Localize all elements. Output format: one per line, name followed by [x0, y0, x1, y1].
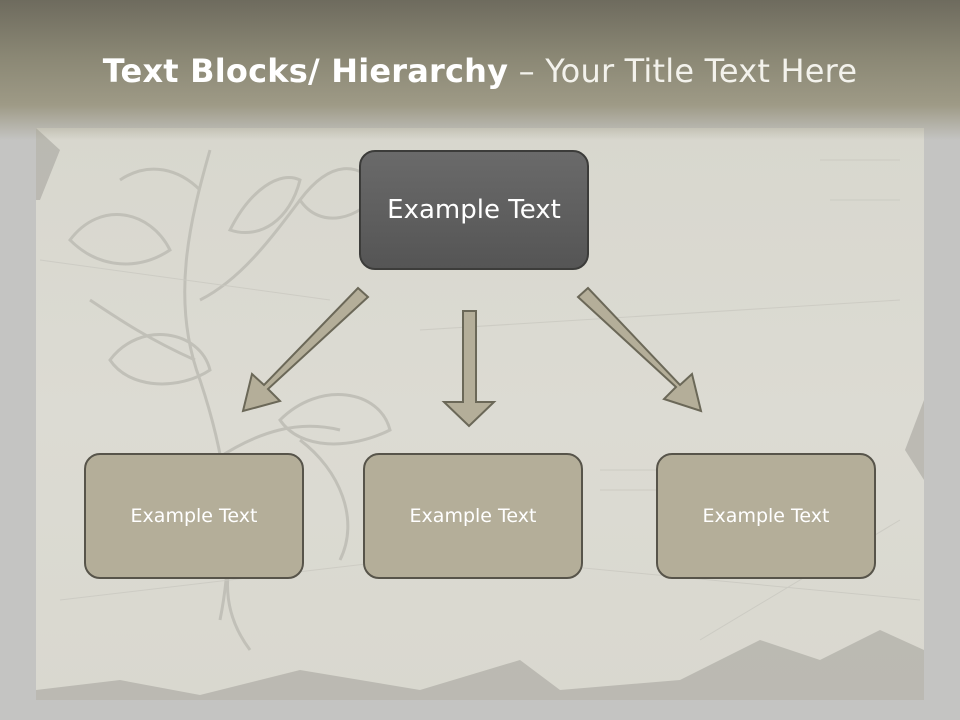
child-node-left[interactable]: Example Text — [84, 453, 304, 579]
arrow-left — [241, 286, 370, 413]
child-node-label: Example Text — [702, 505, 830, 527]
arrow-center — [441, 310, 497, 428]
top-node[interactable]: Example Text — [359, 150, 589, 270]
slide-title: Text Blocks/ Hierarchy – Your Title Text… — [0, 52, 960, 90]
title-rest-part: Your Title Text Here — [545, 52, 858, 90]
top-node-label: Example Text — [387, 195, 561, 225]
child-node-right[interactable]: Example Text — [656, 453, 876, 579]
child-node-label: Example Text — [130, 505, 258, 527]
title-bar — [0, 0, 960, 140]
arrow-right — [576, 286, 703, 413]
child-node-center[interactable]: Example Text — [363, 453, 583, 579]
title-bold-part: Text Blocks/ Hierarchy — [102, 52, 509, 90]
child-node-label: Example Text — [409, 505, 537, 527]
title-separator: – — [508, 52, 546, 90]
